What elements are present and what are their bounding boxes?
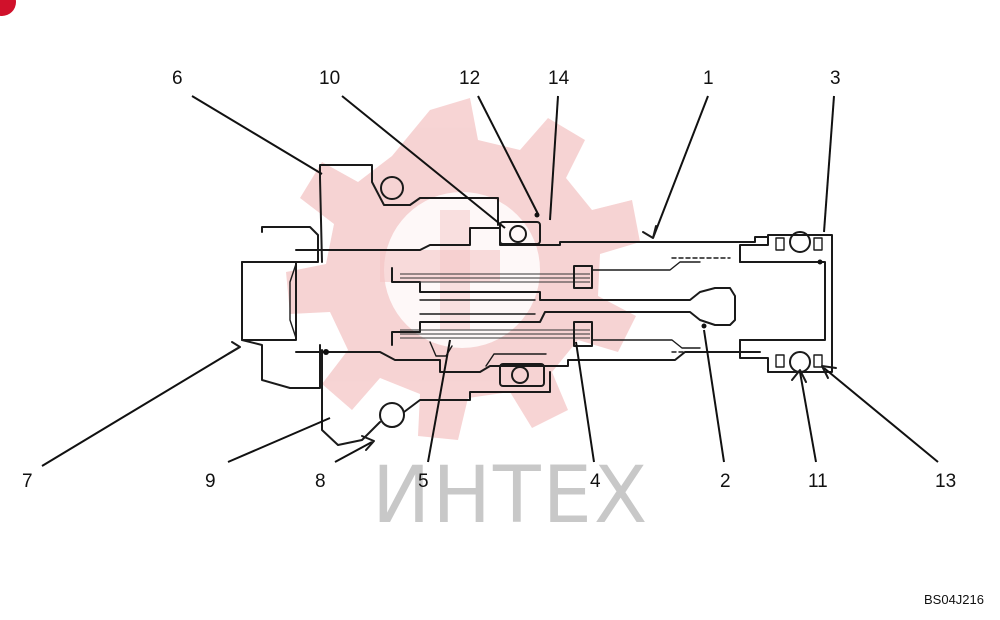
leader-6 [191, 95, 323, 175]
leader-10 [341, 95, 506, 229]
watermark-gear-icon [286, 98, 640, 440]
watermark-text: ИНТЕХ [372, 451, 649, 541]
drawing-code: BS04J216 [924, 592, 984, 607]
callout-2: 2 [720, 471, 731, 492]
callout-14: 14 [548, 68, 570, 89]
leader-4 [575, 341, 595, 463]
callout-11: 11 [808, 471, 828, 492]
callout-10: 10 [319, 68, 340, 89]
corner-badge [0, 0, 16, 16]
leader-3 [823, 95, 835, 233]
callout-labels: 6 10 12 14 1 3 7 9 8 5 4 2 11 13 [22, 68, 956, 492]
callout-8: 8 [315, 471, 326, 492]
callout-7: 7 [22, 471, 33, 492]
callout-9: 9 [205, 471, 216, 492]
callout-4: 4 [590, 471, 601, 492]
leader-9 [227, 417, 331, 463]
leader-1 [652, 95, 709, 239]
valve-body [241, 164, 833, 446]
leader-8 [334, 441, 373, 463]
leader-12 [477, 95, 539, 215]
leader-lines [41, 95, 939, 467]
callout-13: 13 [935, 471, 956, 492]
leader-14 [549, 95, 559, 221]
callout-1: 1 [703, 68, 714, 89]
callout-6: 6 [172, 68, 183, 89]
leader-13 [823, 367, 939, 463]
leader-11 [799, 371, 817, 463]
leader-5 [427, 339, 451, 463]
callout-3: 3 [830, 68, 841, 89]
callout-5: 5 [418, 471, 429, 492]
leader-7 [41, 347, 239, 467]
callout-12: 12 [459, 68, 480, 89]
leader-2 [703, 329, 725, 463]
